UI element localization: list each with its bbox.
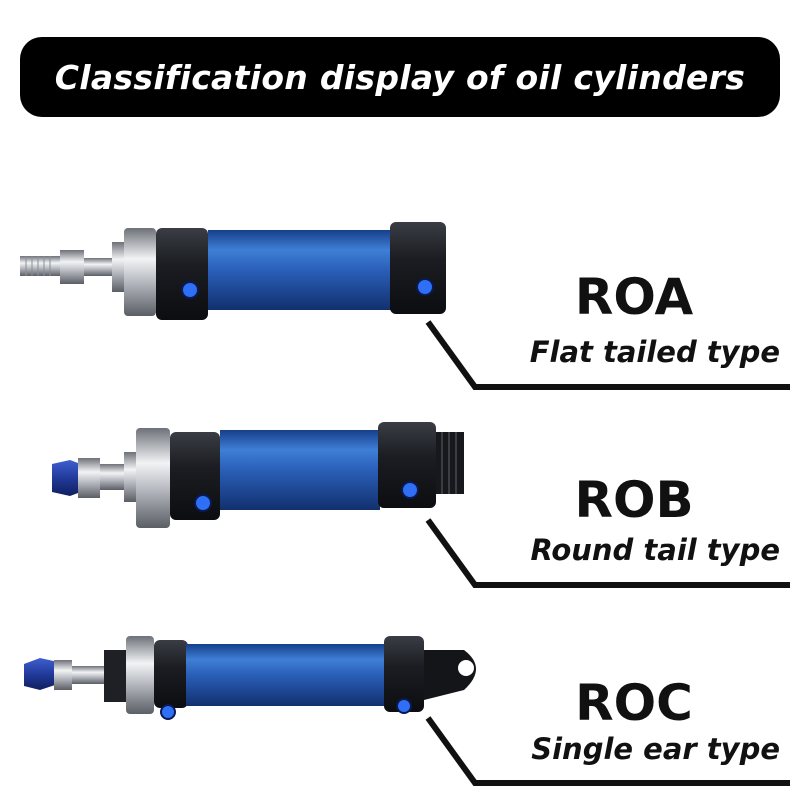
roa-code-label: ROA: [574, 268, 694, 326]
single-ear-cylinder-image: [24, 636, 476, 720]
roc-leader-line: [425, 716, 790, 786]
roa-type-label: Flat tailed type: [529, 335, 780, 369]
rob-code-label: ROB: [574, 471, 694, 529]
round-tail-cylinder-image: [52, 422, 464, 528]
flat-tailed-cylinder-image: [20, 222, 446, 320]
rob-type-label: Round tail type: [530, 533, 780, 567]
title-banner: Classification display of oil cylinders: [20, 37, 780, 117]
roc-type-label: Single ear type: [531, 732, 780, 766]
banner-title: Classification display of oil cylinders: [54, 57, 746, 97]
rob-leader-line: [425, 518, 790, 588]
roc-code-label: ROC: [575, 674, 693, 732]
roa-leader-line: [425, 320, 790, 390]
